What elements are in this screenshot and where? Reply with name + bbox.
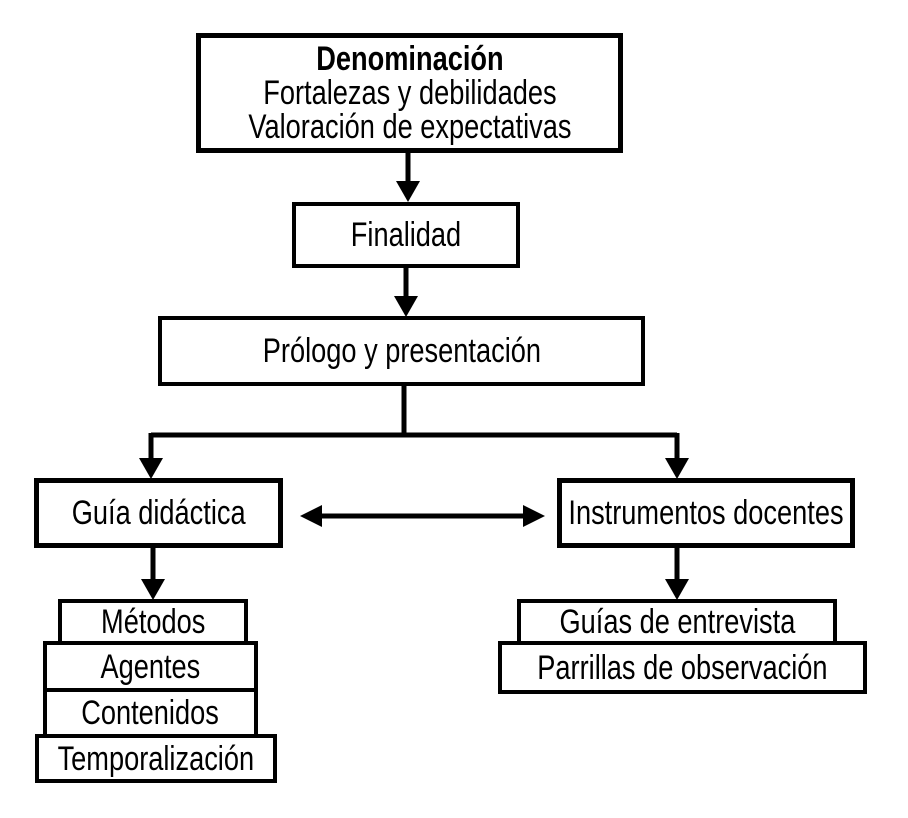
node-instrumentos-docentes-label: Instrumentos docentes <box>568 494 844 532</box>
arrow-instrumentos-guias-entrevista <box>665 548 689 600</box>
arrow-finalidad-prologo <box>394 268 418 317</box>
node-finalidad: Finalidad <box>292 202 520 268</box>
node-denominacion-line2: Fortalezas y debilidades <box>262 74 557 112</box>
node-parrillas-de-observacion-label: Parrillas de observación <box>537 648 828 687</box>
node-guias-de-entrevista: Guías de entrevista <box>517 599 837 645</box>
node-metodos: Métodos <box>58 599 248 645</box>
node-agentes-label: Agentes <box>100 647 201 686</box>
node-guias-de-entrevista-label: Guías de entrevista <box>559 603 795 641</box>
arrow-guia-metodos <box>141 548 165 600</box>
node-denominacion-line3: Valoración de expectativas <box>247 108 572 146</box>
node-contenidos-label: Contenidos <box>81 694 220 732</box>
node-denominacion-title: Denominación <box>315 40 504 78</box>
double-arrow-guia-instrumentos <box>300 505 545 527</box>
node-metodos-label: Métodos <box>100 603 206 641</box>
node-guia-didactica-label: Guía didáctica <box>71 494 246 532</box>
arrow-denominacion-finalidad <box>396 153 420 202</box>
node-contenidos: Contenidos <box>43 688 258 738</box>
node-prologo-presentacion: Prólogo y presentación <box>158 316 645 386</box>
node-prologo-presentacion-label: Prólogo y presentación <box>262 332 541 370</box>
node-parrillas-de-observacion: Parrillas de observación <box>498 641 867 694</box>
node-finalidad-label: Finalidad <box>350 216 462 254</box>
node-temporalizacion-label: Temporalización <box>57 739 255 778</box>
node-denominacion: Denominación Fortalezas y debilidades Va… <box>196 33 623 153</box>
node-guia-didactica: Guía didáctica <box>34 478 283 548</box>
node-temporalizacion: Temporalización <box>35 734 277 783</box>
node-denominacion-label: Denominación Fortalezas y debilidades Va… <box>248 42 571 144</box>
node-instrumentos-docentes: Instrumentos docentes <box>557 478 855 548</box>
node-agentes: Agentes <box>43 641 258 692</box>
branch-prologo <box>139 386 689 479</box>
